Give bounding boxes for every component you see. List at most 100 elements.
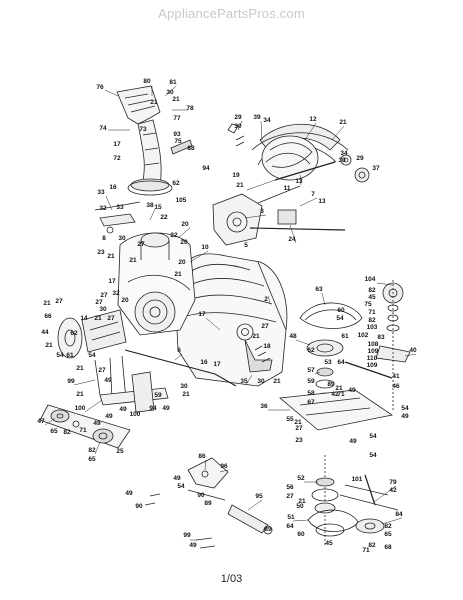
part-callout-90: 90	[197, 492, 205, 499]
part-callout-68: 68	[384, 544, 392, 551]
part-callout-59: 59	[154, 392, 162, 399]
part-callout-109: 109	[368, 348, 379, 355]
part-callout-45: 45	[368, 294, 376, 301]
part-callout-54: 54	[88, 352, 96, 359]
part-callout-27: 27	[295, 425, 303, 432]
part-callout-93: 93	[173, 131, 181, 138]
part-callout-89: 89	[327, 381, 335, 388]
part-callout-100: 100	[75, 405, 86, 412]
part-callout-57: 57	[307, 367, 315, 374]
part-callout-109: 109	[367, 362, 378, 369]
part-callout-12: 12	[309, 116, 317, 123]
part-callout-23: 23	[97, 249, 105, 256]
part-callout-10: 10	[201, 244, 209, 251]
part-callout-66: 66	[44, 313, 52, 320]
part-callout-21: 21	[129, 257, 137, 264]
part-callout-6: 6	[177, 347, 181, 354]
part-callout-61: 61	[66, 352, 74, 359]
part-callout-29: 29	[356, 155, 364, 162]
part-callout-46: 46	[392, 383, 400, 390]
page-number: 1/03	[220, 573, 243, 585]
part-callout-21: 21	[298, 498, 306, 505]
part-callout-94: 94	[202, 165, 210, 172]
part-callout-71: 71	[337, 391, 345, 398]
part-callout-22: 22	[170, 232, 178, 239]
part-callout-2: 2	[264, 296, 268, 303]
part-callout-39: 39	[253, 114, 261, 121]
part-callout-22: 22	[160, 214, 168, 221]
part-callout-102: 102	[358, 332, 369, 339]
part-callout-48: 48	[289, 333, 297, 340]
part-callout-61: 61	[341, 333, 349, 340]
part-callout-21: 21	[43, 300, 51, 307]
part-callout-67: 67	[307, 399, 315, 406]
lower-right-assembly	[307, 455, 399, 545]
left-drive	[57, 309, 237, 413]
part-callout-54: 54	[336, 315, 344, 322]
part-callout-14: 14	[80, 315, 88, 322]
part-callout-15: 15	[154, 204, 162, 211]
part-callout-21: 21	[45, 342, 53, 349]
part-callout-54: 54	[177, 483, 185, 490]
part-callout-65: 65	[384, 531, 392, 538]
part-callout-27: 27	[107, 315, 115, 322]
part-callout-94: 94	[149, 405, 157, 412]
part-callout-21: 21	[294, 419, 302, 426]
part-callout-49: 49	[348, 387, 356, 394]
part-callout-49: 49	[93, 420, 101, 427]
right-drive	[279, 280, 411, 431]
part-callout-82: 82	[368, 317, 376, 324]
impeller-shaft	[212, 185, 346, 246]
part-callout-82: 82	[384, 523, 392, 530]
part-callout-82: 82	[368, 542, 376, 549]
part-callout-27: 27	[286, 493, 294, 500]
part-callout-25: 25	[116, 448, 124, 455]
part-callout-75: 75	[174, 138, 182, 145]
part-callout-21: 21	[273, 378, 281, 385]
part-callout-21: 21	[150, 99, 158, 106]
part-callout-65: 65	[88, 456, 96, 463]
part-callout-110: 110	[367, 355, 378, 362]
frame-gearbox	[94, 201, 196, 336]
part-callout-83: 83	[377, 334, 385, 341]
part-callout-30: 30	[99, 306, 107, 313]
auger-assembly	[227, 123, 370, 183]
part-callout-34: 34	[340, 150, 348, 157]
part-callout-36: 36	[260, 403, 268, 410]
part-callout-21: 21	[182, 391, 190, 398]
part-callout-49: 49	[349, 438, 357, 445]
part-callout-99: 99	[67, 378, 75, 385]
part-callout-8: 8	[102, 235, 106, 242]
part-callout-89: 89	[264, 526, 272, 533]
part-callout-104: 104	[365, 276, 376, 283]
lower-left-pulleys	[39, 404, 131, 449]
part-callout-49: 49	[119, 406, 127, 413]
part-callout-103: 103	[367, 324, 378, 331]
part-callout-100: 100	[130, 411, 141, 418]
part-callout-18: 18	[263, 343, 271, 350]
part-callout-20: 20	[121, 297, 129, 304]
part-callout-86: 86	[198, 453, 206, 460]
part-callout-42: 42	[331, 391, 339, 398]
part-callout-47: 47	[37, 418, 45, 425]
part-callout-11: 11	[284, 185, 291, 192]
watermark-text: AppliancePartsPros.com	[158, 6, 305, 21]
part-callout-90: 90	[135, 503, 143, 510]
part-callout-17: 17	[108, 278, 116, 285]
part-callout-20: 20	[178, 259, 186, 266]
part-callout-72: 72	[113, 155, 121, 162]
part-callout-62: 62	[172, 180, 180, 187]
part-callout-42: 42	[389, 487, 397, 494]
part-callout-64: 64	[337, 359, 345, 366]
part-callout-21: 21	[339, 119, 347, 126]
part-callout-23: 23	[295, 437, 303, 444]
part-callout-79: 79	[389, 479, 397, 486]
part-callout-49: 49	[401, 413, 409, 420]
part-callout-7: 7	[311, 191, 315, 198]
part-callout-108: 108	[368, 341, 379, 348]
part-callout-21: 21	[174, 271, 182, 278]
part-callout-59: 59	[307, 378, 315, 385]
part-callout-35: 35	[240, 378, 248, 385]
